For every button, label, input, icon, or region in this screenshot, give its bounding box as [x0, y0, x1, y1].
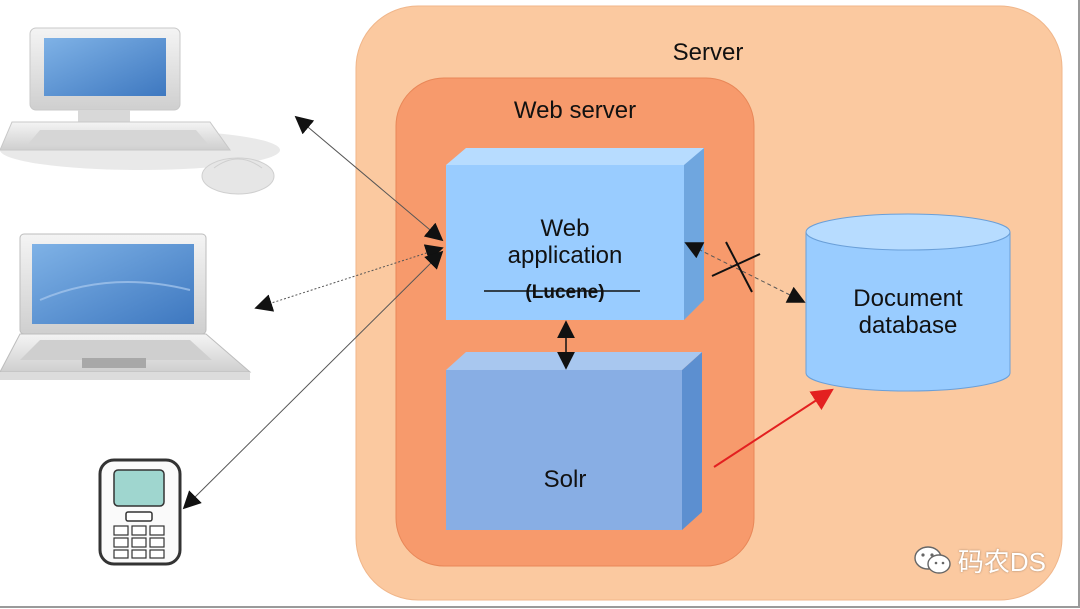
- solr-label: Solr: [544, 466, 587, 493]
- web-app-label-line2: application: [508, 242, 623, 269]
- watermark-text: 码农DS: [957, 547, 1046, 577]
- wechat-icon: [914, 545, 951, 574]
- phone-connection-arrow: [182, 250, 444, 510]
- desktop-computer-icon: [0, 27, 280, 195]
- mobile-phone-icon: [98, 458, 182, 566]
- desktop-connection-arrow: [294, 115, 444, 242]
- web-app-label-line1: Web: [541, 215, 590, 242]
- connections: [182, 115, 834, 510]
- solr-database-red-arrow: [713, 388, 834, 468]
- web-app-label-line3: (Lucene): [525, 282, 604, 303]
- webapp-database-arrow: [684, 242, 806, 303]
- server-label: Server: [673, 39, 744, 66]
- watermark: 码农DS: [914, 542, 1046, 579]
- blocked-connection-cross: [711, 241, 761, 293]
- solr-box: Solr: [446, 352, 702, 530]
- database-label-line2: database: [859, 312, 958, 339]
- laptop-icon: [0, 233, 252, 380]
- database-label-line1: Document: [853, 285, 963, 312]
- document-database: Document database: [805, 213, 1011, 392]
- web-application-box: Web application (Lucene): [446, 148, 704, 320]
- web-server-label: Web server: [514, 97, 636, 124]
